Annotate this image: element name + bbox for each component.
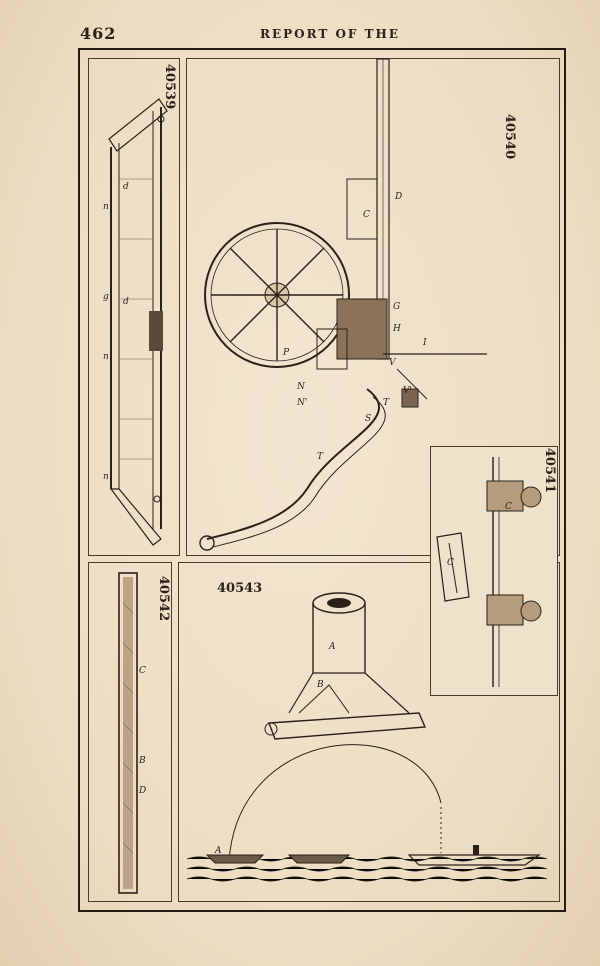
figure-40540-drawing: D C G H I P V T S T N N' V' — [199, 58, 487, 551]
patent-plate: d n g n d n 40539 — [78, 48, 566, 912]
label-D: D — [138, 786, 146, 796]
label-V-prime: V' — [403, 386, 412, 396]
label-P: P — [282, 348, 290, 358]
label-B: B — [316, 680, 324, 690]
label-g: g — [103, 292, 109, 302]
label-I: I — [422, 338, 427, 348]
figure-40542-panel: C B D 40542 — [88, 562, 172, 902]
running-head: REPORT OF THE — [260, 27, 401, 41]
label-G: G — [393, 302, 400, 312]
label-C: C — [139, 666, 146, 676]
label-n: n — [103, 202, 109, 212]
figure-40543-panel: A A B 40543 — [178, 562, 560, 902]
figure-40541-drawing: C C — [436, 457, 542, 687]
figure-40542-drawing: C B D — [118, 572, 146, 894]
label-C: C — [505, 502, 512, 512]
figure-40543-drawing: A A B — [186, 592, 548, 882]
label-N-prime: N' — [296, 398, 307, 408]
label-V: V — [389, 358, 397, 368]
label-H: H — [392, 324, 401, 334]
figure-number: 40542 — [156, 575, 172, 622]
page-header: 462 REPORT OF THE — [80, 24, 560, 46]
label-C: C — [363, 210, 370, 220]
figure-40541-panel: C C 40541 — [430, 446, 558, 696]
label-T: T — [383, 398, 390, 408]
figure-number: 40543 — [217, 581, 263, 596]
label-A: A — [328, 642, 336, 652]
figure-40540-panel: D C G H I P V T S T N N' V' 40540 — [186, 58, 560, 556]
label-d: d — [123, 182, 129, 192]
label-d: d — [123, 297, 129, 307]
figure-40539-panel: d n g n d n 40539 — [88, 58, 180, 556]
figure-number: 40541 — [542, 447, 558, 494]
label-D: D — [394, 192, 402, 202]
label-B: B — [138, 756, 146, 766]
label-A: A — [214, 846, 222, 856]
label-C: C — [447, 558, 454, 568]
figure-number: 40540 — [502, 113, 518, 160]
label-N: N — [296, 382, 306, 392]
label-n: n — [103, 472, 109, 482]
label-n: n — [103, 352, 109, 362]
figure-40539-drawing: d n g n d n — [103, 98, 168, 546]
label-T: T — [317, 452, 324, 462]
figure-number: 40539 — [162, 63, 178, 110]
page-number: 462 — [80, 24, 117, 43]
label-S: S — [365, 414, 371, 424]
